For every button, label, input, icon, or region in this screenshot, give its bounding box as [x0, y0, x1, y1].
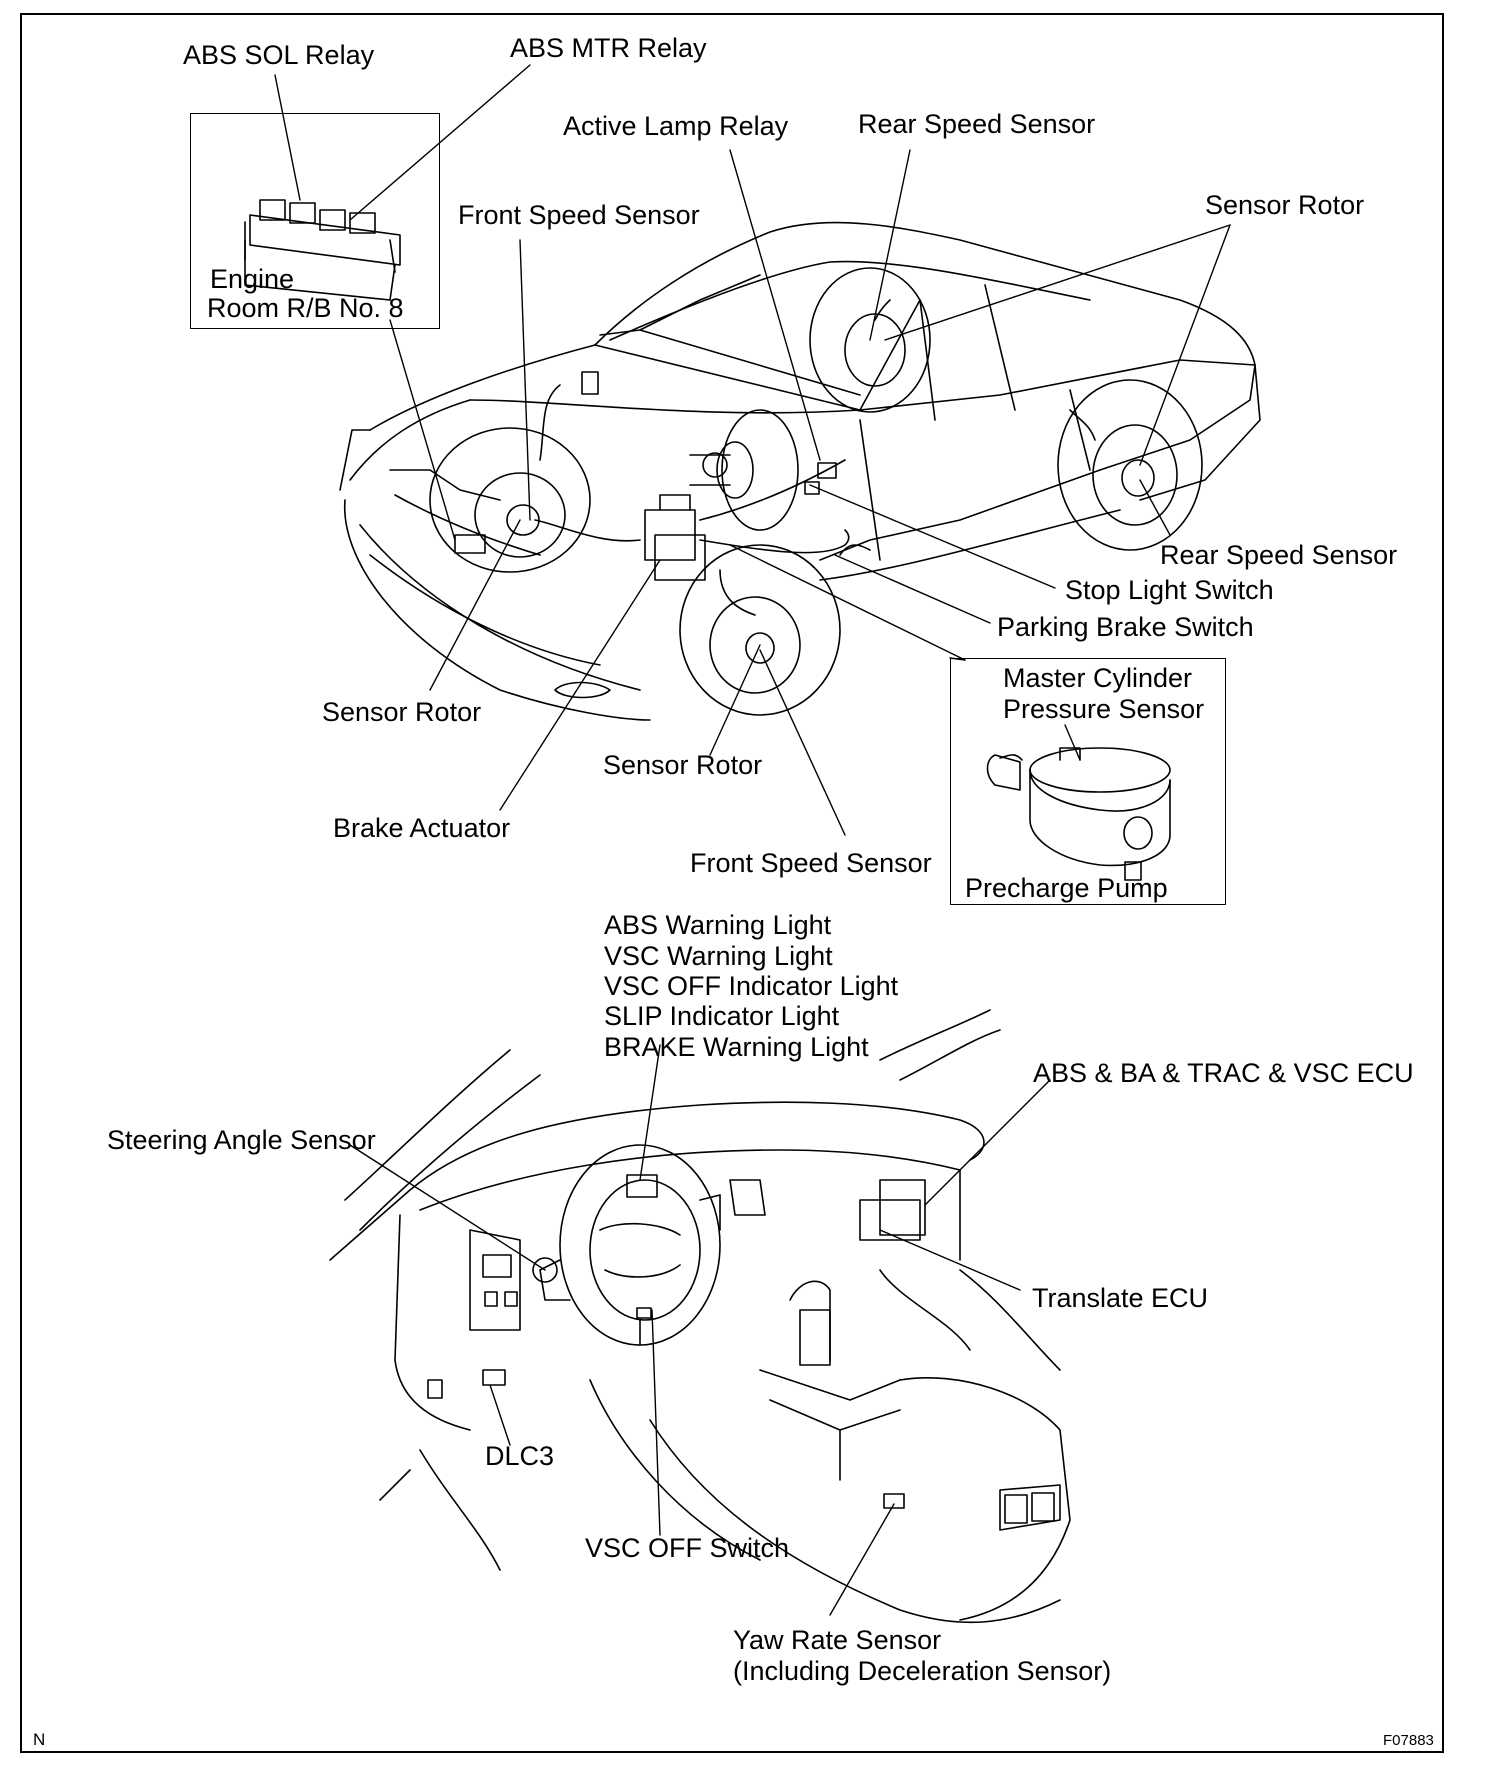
label-warning-light-5: BRAKE Warning Light	[604, 1032, 869, 1062]
label-abs-mtr-relay: ABS MTR Relay	[510, 33, 707, 63]
label-master-cylinder-line2: Pressure Sensor	[1003, 694, 1205, 724]
label-rear-speed-sensor-right: Rear Speed Sensor	[1160, 540, 1398, 570]
leader-lines	[274, 64, 1231, 1616]
label-stop-light-switch: Stop Light Switch	[1065, 575, 1274, 605]
corner-mark: N	[33, 1730, 46, 1749]
label-active-lamp-relay: Active Lamp Relay	[563, 111, 789, 141]
label-front-speed-sensor-top: Front Speed Sensor	[458, 200, 700, 230]
label-engine-room-line2: Room R/B No. 8	[207, 293, 404, 323]
figure-id: F07883	[1383, 1732, 1434, 1749]
label-ecu: ABS & BA & TRAC & VSC ECU	[1033, 1058, 1414, 1088]
label-warning-light-2: VSC Warning Light	[604, 941, 833, 971]
car-illustration	[339, 221, 1261, 721]
label-steering-angle-sensor: Steering Angle Sensor	[107, 1125, 376, 1155]
label-master-cylinder-line1: Master Cylinder	[1003, 663, 1193, 693]
label-warning-light-1: ABS Warning Light	[604, 910, 832, 940]
label-front-speed-sensor-bottom: Front Speed Sensor	[690, 848, 932, 878]
label-rear-speed-sensor-top: Rear Speed Sensor	[858, 109, 1096, 139]
label-translate-ecu: Translate ECU	[1032, 1283, 1209, 1313]
label-precharge-pump: Precharge Pump	[965, 873, 1168, 903]
label-yaw-rate-line1: Yaw Rate Sensor	[733, 1625, 942, 1655]
engine-room-inset-box	[190, 113, 440, 329]
label-engine-room-line1: Engine	[210, 264, 295, 294]
interior-illustration	[329, 1009, 1071, 1624]
label-vsc-off-switch: VSC OFF Switch	[585, 1533, 790, 1563]
diagram-frame	[20, 13, 1444, 1753]
label-sensor-rotor-front-left: Sensor Rotor	[322, 697, 482, 727]
relay-box-drawing	[244, 199, 401, 301]
label-warning-light-4: SLIP Indicator Light	[604, 1001, 840, 1031]
label-dlc3: DLC3	[485, 1441, 555, 1471]
master-cylinder-inset-box	[950, 658, 1226, 905]
label-parking-brake-switch: Parking Brake Switch	[997, 612, 1254, 642]
label-sensor-rotor-rear: Sensor Rotor	[1205, 190, 1365, 220]
label-warning-light-3: VSC OFF Indicator Light	[604, 971, 899, 1001]
label-brake-actuator: Brake Actuator	[333, 813, 511, 843]
label-yaw-rate-line2: (Including Deceleration Sensor)	[733, 1656, 1112, 1686]
label-sensor-rotor-front: Sensor Rotor	[603, 750, 763, 780]
label-abs-sol-relay: ABS SOL Relay	[183, 40, 375, 70]
precharge-pump-drawing	[986, 747, 1171, 881]
